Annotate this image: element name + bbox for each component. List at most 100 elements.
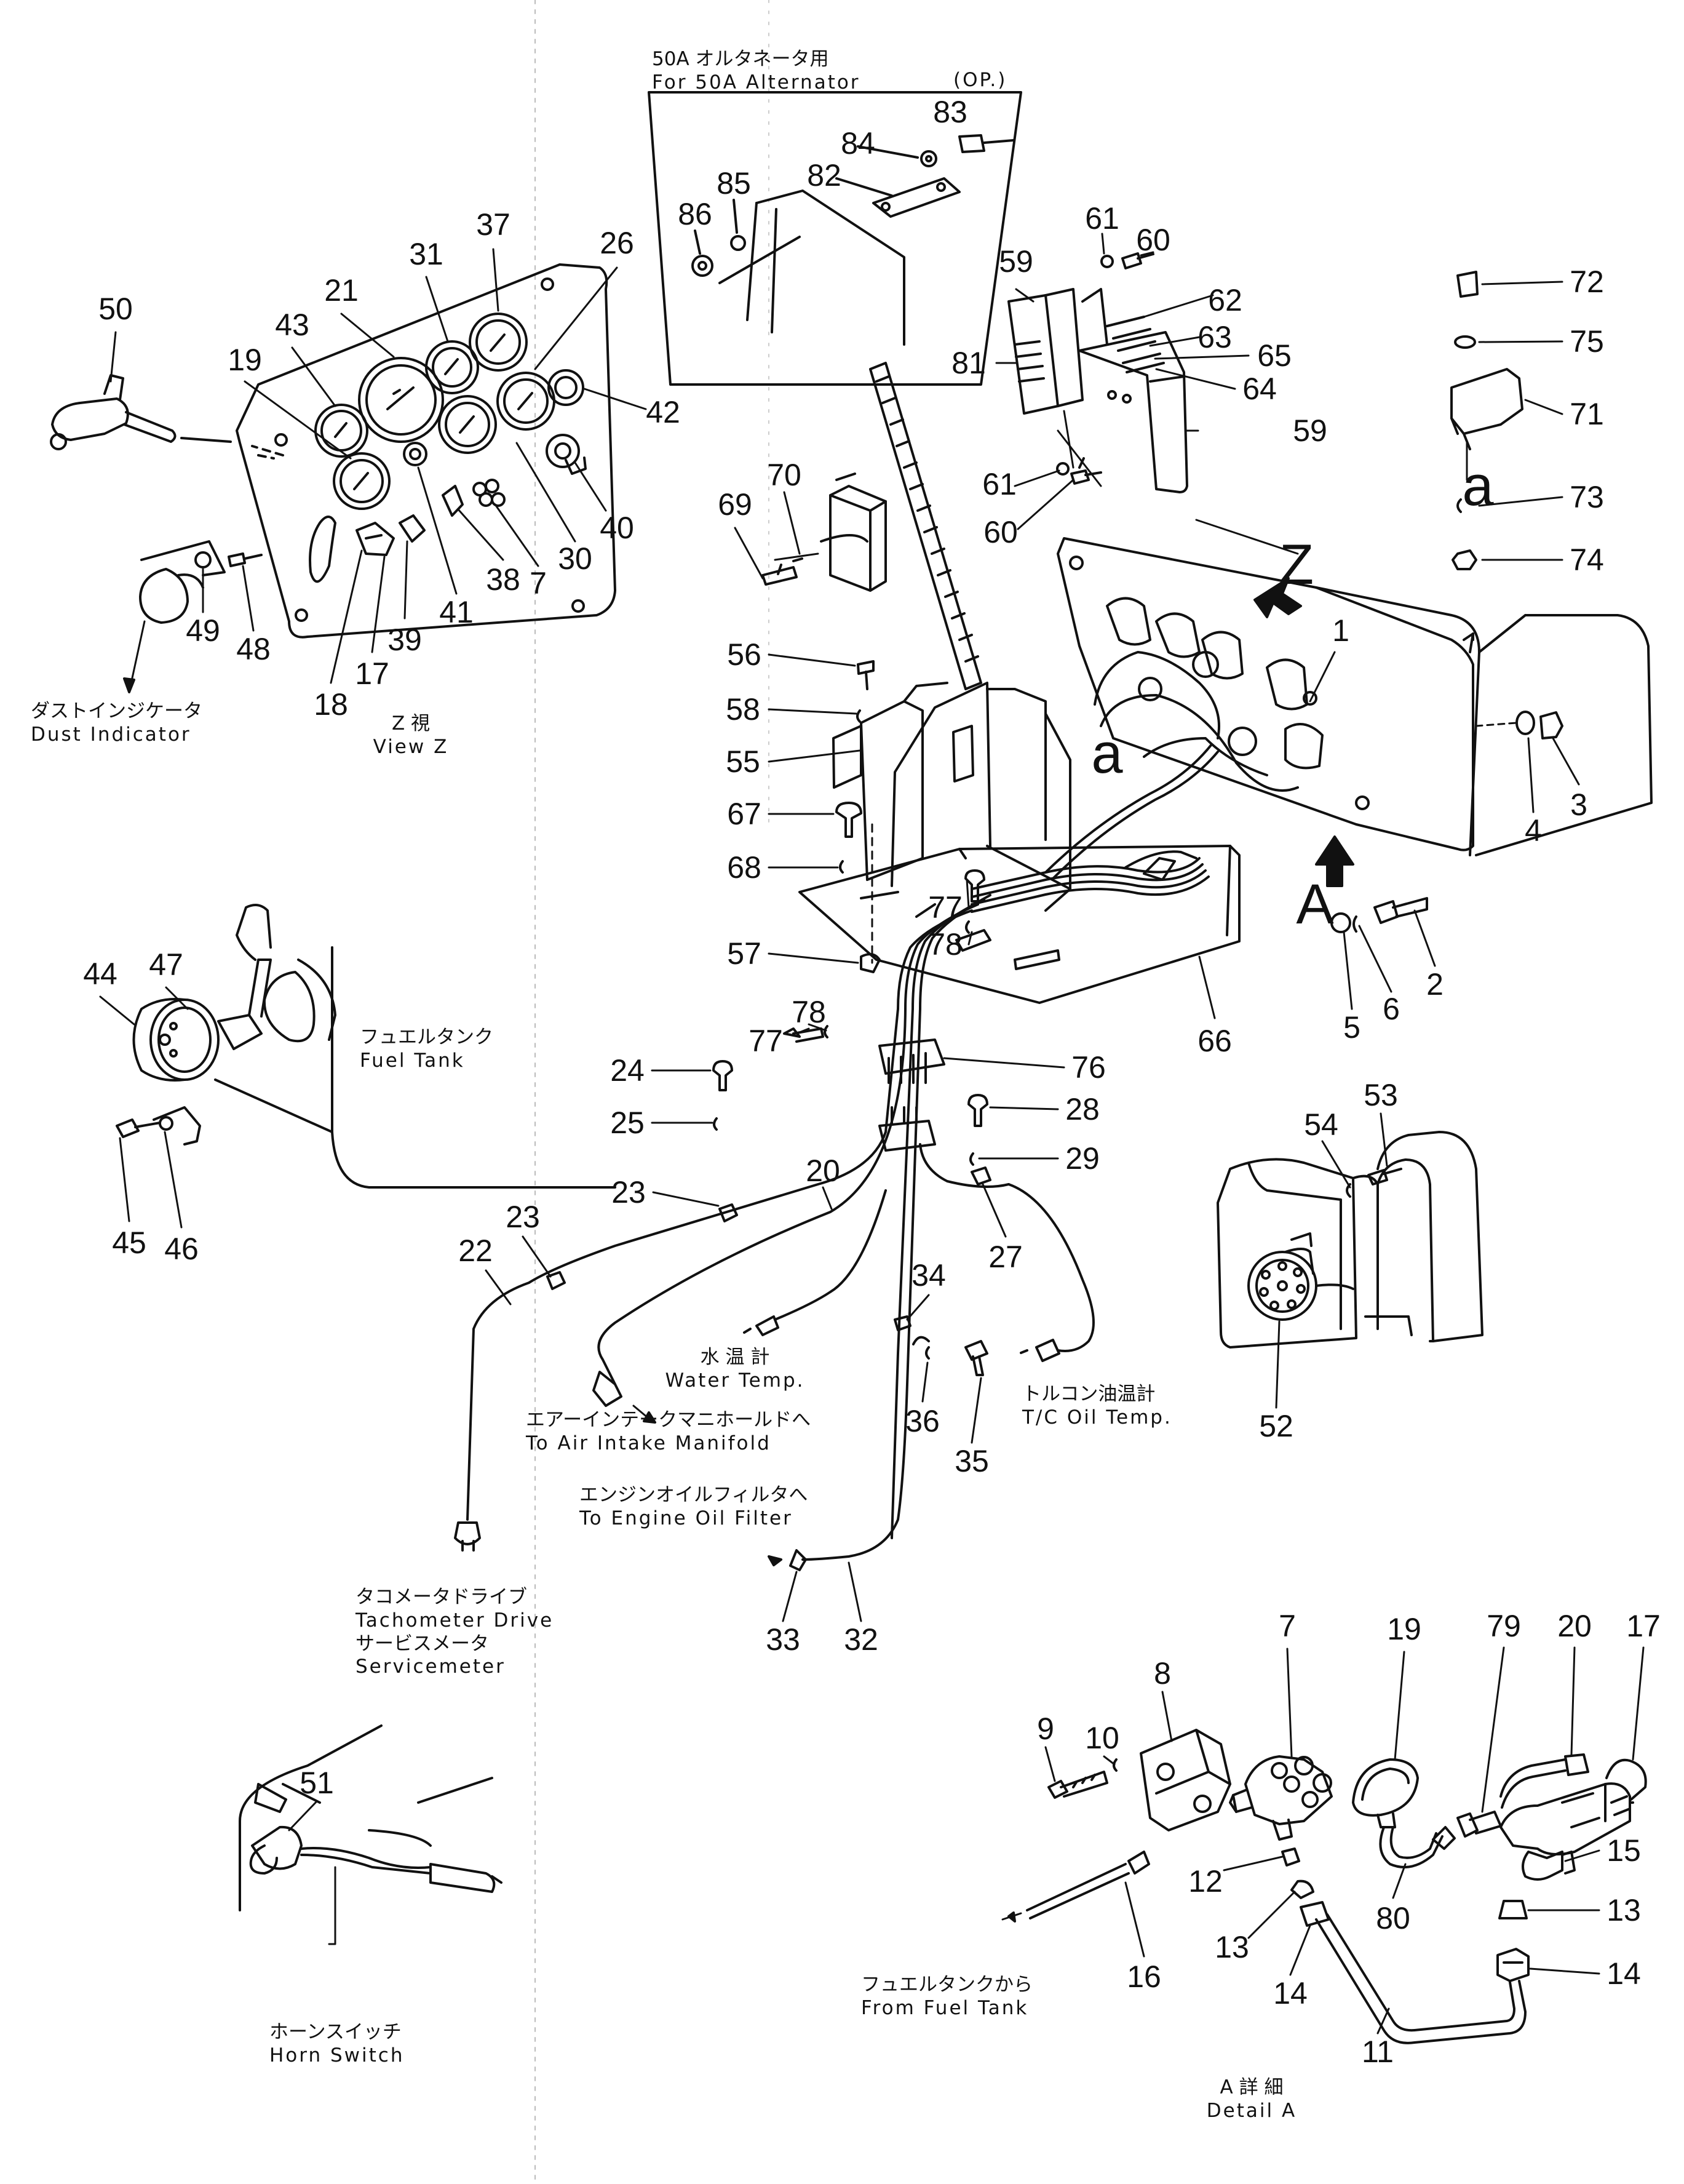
callout-14: 14 [1273,1976,1308,2011]
callout-12: 12 [1188,1864,1223,1899]
caption-tc-oil-temp-jp: トルコン油温計 [1022,1383,1156,1405]
callout-63: 63 [1197,320,1232,354]
view-z-panel [50,248,647,693]
callout-8: 8 [1154,1656,1171,1691]
callout-42: 42 [646,395,680,429]
callout-21: 21 [324,273,359,308]
relay-and-cable [734,362,982,690]
caption-horn-switch: ホーンスイッチ Horn Switch [269,2021,404,2068]
callout-32: 32 [844,1622,878,1657]
callout-77: 77 [928,890,963,925]
callout-56: 56 [727,637,761,672]
callout-16: 16 [1127,1959,1161,1994]
callout-33: 33 [766,1622,800,1657]
callout-17: 17 [355,656,389,691]
callout-73: 73 [1570,480,1604,514]
base-plate-harness [768,653,1241,1152]
callout-25: 25 [610,1106,645,1140]
callout-67: 67 [727,797,761,831]
callout-31: 31 [409,237,443,271]
callout-52: 52 [1259,1409,1293,1443]
detail-a [1001,1646,1647,2044]
horn-switch [239,1724,502,1945]
caption-servicemeter-jp: サービスメータ [355,1632,489,1655]
callout-13: 13 [1215,1930,1249,1964]
caption-water-temp-jp: 水 温 計 [700,1346,770,1368]
alternator-inset [648,91,1022,386]
callout-46: 46 [164,1232,199,1266]
caption-fuel-tank-jp: フュエルタンク [360,1026,493,1048]
caption-view-z-jp: Z 視 [391,712,431,735]
callout-51: 51 [300,1766,334,1800]
caption-fuel-tank-en: Fuel Tank [360,1049,465,1072]
callout-34: 34 [912,1258,946,1293]
callout-1: 1 [1332,613,1349,648]
callout-65: 65 [1257,338,1292,373]
callout-35: 35 [955,1444,989,1478]
caption-from-fuel-tank-en: From Fuel Tank [861,1996,1029,2019]
view-label-Z: Z [1279,533,1314,596]
callout-22: 22 [458,1233,493,1268]
callout-39: 39 [387,623,422,657]
caption-fuel-tank: フュエルタンク Fuel Tank [360,1026,493,1073]
caption-option-text: (OP.) [953,69,1007,91]
caption-from-fuel-tank: フュエルタンクから From Fuel Tank [861,1974,1033,2020]
callout-66: 66 [1197,1024,1232,1058]
callout-55: 55 [726,744,760,779]
callout-85: 85 [717,166,751,201]
caption-view-z: Z 視 View Z [373,712,449,759]
callout-74: 74 [1570,543,1604,577]
caption-alternator-en: For 50A Alternator [652,71,860,94]
callout-60: 60 [983,515,1018,549]
callout-18: 18 [314,687,348,722]
callout-45: 45 [112,1226,146,1260]
callout-75: 75 [1570,324,1604,359]
caption-dust-indicator-en: Dust Indicator [31,723,191,746]
caption-detail-a: A 詳 細 Detail A [1207,2076,1297,2123]
main-panel [1057,519,1653,1010]
callout-13: 13 [1607,1893,1641,1927]
callout-20: 20 [806,1154,840,1188]
callout-49: 49 [186,613,220,648]
caption-water-temp-en: Water Temp. [665,1369,805,1392]
detail-a-small [1450,271,1563,570]
callout-40: 40 [600,511,634,545]
callout-62: 62 [1208,283,1242,317]
callout-43: 43 [275,308,309,342]
caption-detail-a-jp: A 詳 細 [1220,2076,1284,2098]
callout-27: 27 [988,1240,1023,1274]
callout-9: 9 [1037,1712,1054,1746]
fuse-box [995,233,1250,530]
callout-72: 72 [1570,265,1604,299]
callout-54: 54 [1304,1107,1338,1142]
callout-80: 80 [1376,1901,1410,1935]
view-label-a: a [1462,455,1494,517]
callout-81: 81 [951,346,986,380]
callout-15: 15 [1607,1833,1641,1868]
callout-68: 68 [727,850,761,885]
callout-44: 44 [83,957,117,991]
callout-4: 4 [1525,813,1542,848]
callout-78: 78 [928,927,963,962]
callout-17: 17 [1626,1609,1661,1643]
caption-air-intake: エアーインテークマニホールドへ To Air Intake Manifold [526,1409,811,1456]
caption-alternator: 50A オルタネータ用 For 50A Alternator [652,48,860,95]
callout-50: 50 [98,292,133,326]
caption-horn-switch-jp: ホーンスイッチ [269,2021,402,2043]
callout-59: 59 [999,244,1033,279]
callout-10: 10 [1085,1721,1119,1755]
callout-19: 19 [228,343,262,377]
callout-23: 23 [611,1175,646,1210]
callout-64: 64 [1242,372,1277,406]
callout-83: 83 [933,95,967,129]
callout-2: 2 [1426,967,1444,1002]
caption-from-fuel-tank-jp: フュエルタンクから [861,1974,1033,1996]
flange-52 [1217,1112,1483,1409]
callout-76: 76 [1071,1050,1106,1085]
caption-tachometer-en: Tachometer Drive [355,1609,554,1632]
callout-7: 7 [530,566,547,600]
callout-77: 77 [749,1024,783,1058]
callout-79: 79 [1487,1609,1521,1643]
callout-59: 59 [1293,413,1327,448]
